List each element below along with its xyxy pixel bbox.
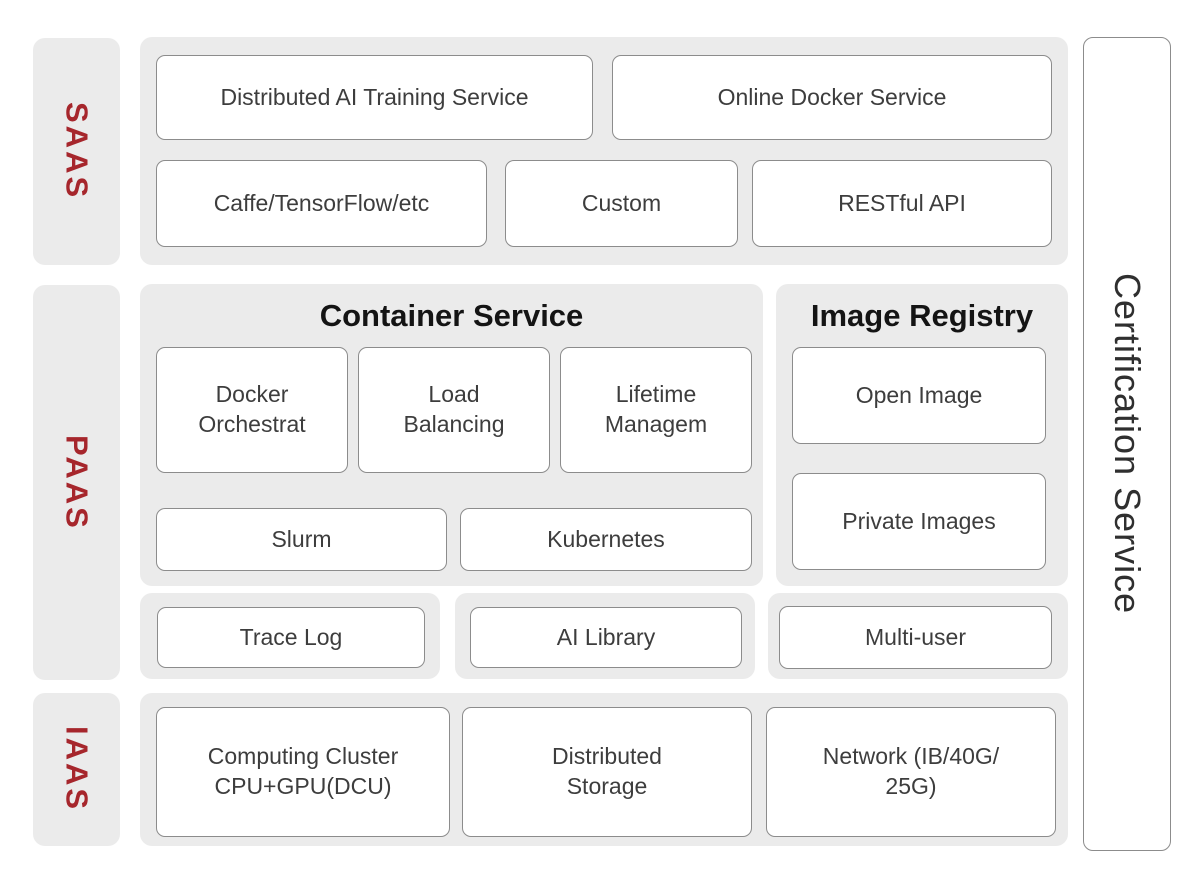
box-docker-orchestrat: Docker Orchestrat xyxy=(156,347,348,473)
box-private-images: Private Images xyxy=(792,473,1046,570)
box-ai-library: AI Library xyxy=(470,607,742,668)
box-kubernetes: Kubernetes xyxy=(460,508,752,571)
box-computing-cluster: Computing Cluster CPU+GPU(DCU) xyxy=(156,707,450,837)
box-open-image: Open Image xyxy=(792,347,1046,444)
certification-service-box: Certification Service xyxy=(1083,37,1171,851)
container-service-title: Container Service xyxy=(319,298,584,333)
box-custom: Custom xyxy=(505,160,738,247)
box-load-balancing: Load Balancing xyxy=(358,347,550,473)
rail-paas-label: PAAS xyxy=(59,434,95,531)
certification-service-label: Certification Service xyxy=(1107,273,1148,615)
box-distributed-storage: Distributed Storage xyxy=(462,707,752,837)
box-trace-log: Trace Log xyxy=(157,607,425,668)
box-network: Network (IB/40G/ 25G) xyxy=(766,707,1056,837)
rail-iaas: IAAS xyxy=(33,693,120,846)
rail-saas: SAAS xyxy=(33,38,120,265)
box-lifetime-managem: Lifetime Managem xyxy=(560,347,752,473)
rail-iaas-label: IAAS xyxy=(59,726,95,813)
box-slurm: Slurm xyxy=(156,508,447,571)
rail-saas-label: SAAS xyxy=(59,102,95,201)
image-registry-title: Image Registry xyxy=(810,298,1034,333)
box-caffe-tensorflow-etc: Caffe/TensorFlow/etc xyxy=(156,160,487,247)
box-online-docker-service: Online Docker Service xyxy=(612,55,1052,140)
box-restful-api: RESTful API xyxy=(752,160,1052,247)
rail-paas: PAAS xyxy=(33,285,120,680)
box-multi-user: Multi-user xyxy=(779,606,1052,669)
box-distributed-ai-training-service: Distributed AI Training Service xyxy=(156,55,593,140)
